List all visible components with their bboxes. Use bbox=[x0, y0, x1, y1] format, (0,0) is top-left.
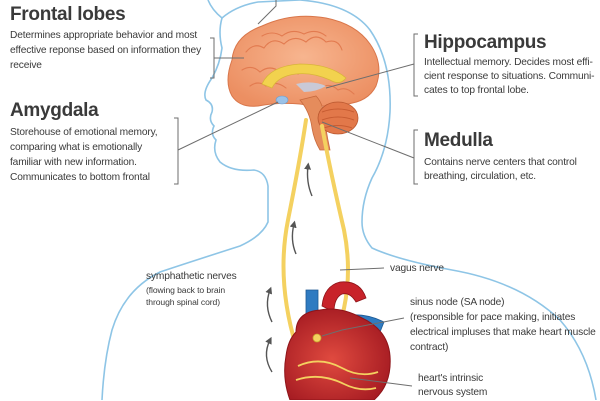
intrinsic-line-1: heart's intrinsic bbox=[418, 373, 484, 384]
pointer-line-frontal bbox=[210, 37, 244, 79]
frontal-lobes-line-2: effective reponse based on information t… bbox=[10, 45, 202, 56]
pointer-line-top bbox=[257, 0, 277, 25]
flow-arrows bbox=[265, 162, 313, 373]
pointer-line-sinus bbox=[321, 317, 405, 337]
amygdala-line-2: comparing what is emotionally bbox=[10, 142, 143, 153]
medulla-line-2: breathing, circulation, etc. bbox=[424, 171, 536, 182]
hippocampus-line-2: cient response to situations. Communi- bbox=[424, 71, 595, 82]
heart bbox=[284, 281, 391, 400]
hippocampus-shape bbox=[296, 82, 326, 92]
head-outline bbox=[299, 0, 597, 400]
hippocampus-title: Hippocampus bbox=[424, 32, 547, 53]
sinus-node-line-1: (responsible for pace making, initiates bbox=[410, 312, 576, 323]
pointer-lines bbox=[174, 0, 418, 387]
flow-arrow bbox=[304, 162, 313, 197]
amygdala-title: Amygdala bbox=[10, 100, 99, 121]
flow-arrow bbox=[265, 336, 273, 373]
medulla-title: Medulla bbox=[424, 130, 493, 151]
sinus-node-title: sinus node (SA node) bbox=[410, 297, 505, 308]
frontal-lobes-line-1: Determines appropriate behavior and most bbox=[10, 30, 198, 41]
hippocampus-line-3: cates to top frontal lobe. bbox=[424, 85, 529, 96]
flow-arrow bbox=[265, 286, 273, 323]
amygdala-line-3: familiar with new information. bbox=[10, 157, 137, 168]
limbic-band bbox=[261, 63, 347, 89]
amygdala-shape bbox=[275, 95, 289, 105]
sympathetic-title: symphathetic nerves bbox=[146, 271, 237, 282]
sinus-node-line-2: electrical impluses that make heart musc… bbox=[410, 327, 596, 338]
frontal-lobes-line-3: receive bbox=[10, 60, 42, 71]
pointer-line-vagus bbox=[339, 267, 385, 271]
aorta bbox=[321, 281, 367, 313]
frontal-lobes-title: Frontal lobes bbox=[10, 4, 126, 25]
face-outline bbox=[101, 17, 269, 400]
vagus-title: vagus nerve bbox=[390, 263, 444, 274]
body-outline bbox=[207, 0, 301, 20]
sympathetic-line-2: through spinal cord) bbox=[146, 297, 220, 307]
sympathetic-line-1: (flowing back to brain bbox=[146, 285, 226, 295]
pointer-line-hippocampus bbox=[325, 33, 418, 97]
heart-intrinsic-nerves bbox=[295, 360, 379, 391]
pointer-line-medulla bbox=[321, 121, 418, 185]
intrinsic-line-2: nervous system bbox=[418, 387, 488, 398]
pointer-line-amygdala bbox=[174, 101, 279, 185]
amygdala-line-1: Storehouse of emotional memory, bbox=[10, 127, 158, 138]
cerebrum bbox=[227, 15, 380, 107]
flow-arrow bbox=[289, 220, 297, 255]
amygdala-line-4: Communicates to bottom frontal bbox=[10, 172, 150, 183]
cerebellum-folds bbox=[321, 108, 355, 129]
medulla-line-1: Contains nerve centers that control bbox=[424, 157, 577, 168]
sinus-node-dot bbox=[312, 333, 322, 343]
pointer-line-intrinsic bbox=[349, 377, 413, 387]
hippocampus-line-1: Intellectual memory. Decides most effi- bbox=[424, 57, 593, 68]
sinus-node-line-3: contract) bbox=[410, 342, 449, 353]
